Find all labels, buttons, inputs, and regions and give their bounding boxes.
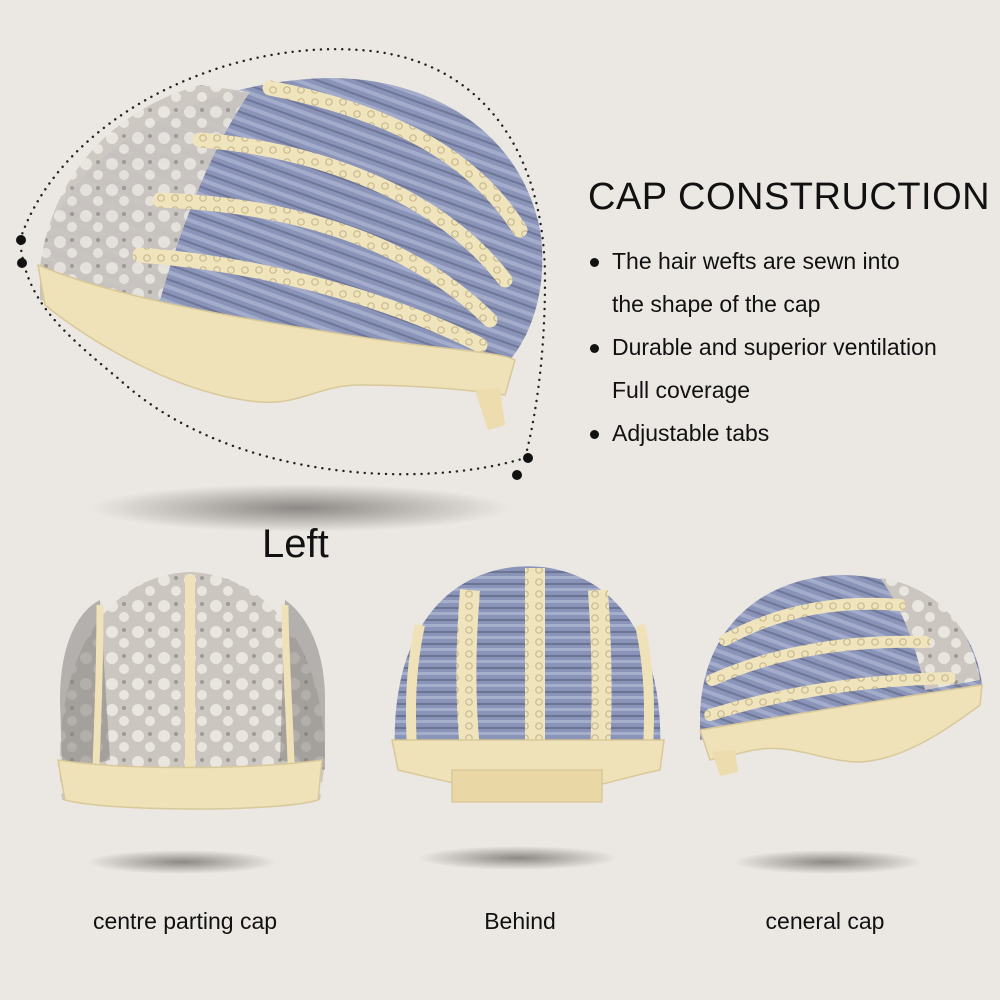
large-cap-weft-strips (132, 80, 528, 353)
large-cap-tab (475, 388, 505, 430)
list-item: The hair wefts are sewn into (590, 240, 995, 283)
large-cap-dotted-outline (18, 47, 547, 476)
ceneral-cap-label: ceneral cap (765, 908, 885, 934)
list-item: Durable and superior ventilation (590, 326, 995, 369)
behind-cap-illustration (391, 566, 665, 870)
centre-parting-cap-illustration (57, 572, 325, 874)
list-item: Adjustable tabs (590, 412, 995, 455)
list-item-continuation: the shape of the cap (612, 291, 821, 317)
list-item-continuation: Full coverage (612, 377, 751, 403)
outline-dot (512, 470, 522, 480)
feature-list: The hair wefts are sewn into the shape o… (590, 240, 995, 455)
outline-dot (16, 235, 26, 245)
ceneral-cap-illustration (699, 575, 983, 874)
outline-dot (523, 453, 533, 463)
left-view-label: Left (262, 522, 329, 566)
bullet-icon (590, 258, 599, 267)
large-cap-shadow (90, 484, 510, 532)
large-cap-illustration (16, 47, 547, 532)
cap-construction-heading: CAP CONSTRUCTION (588, 176, 991, 218)
centre-parting-cap-label: centre parting cap (92, 908, 278, 934)
bullet-icon (590, 430, 599, 439)
large-cap-band (37, 263, 516, 404)
bullet-icon (590, 344, 599, 353)
outline-dot (17, 258, 27, 268)
behind-label: Behind (484, 908, 556, 934)
